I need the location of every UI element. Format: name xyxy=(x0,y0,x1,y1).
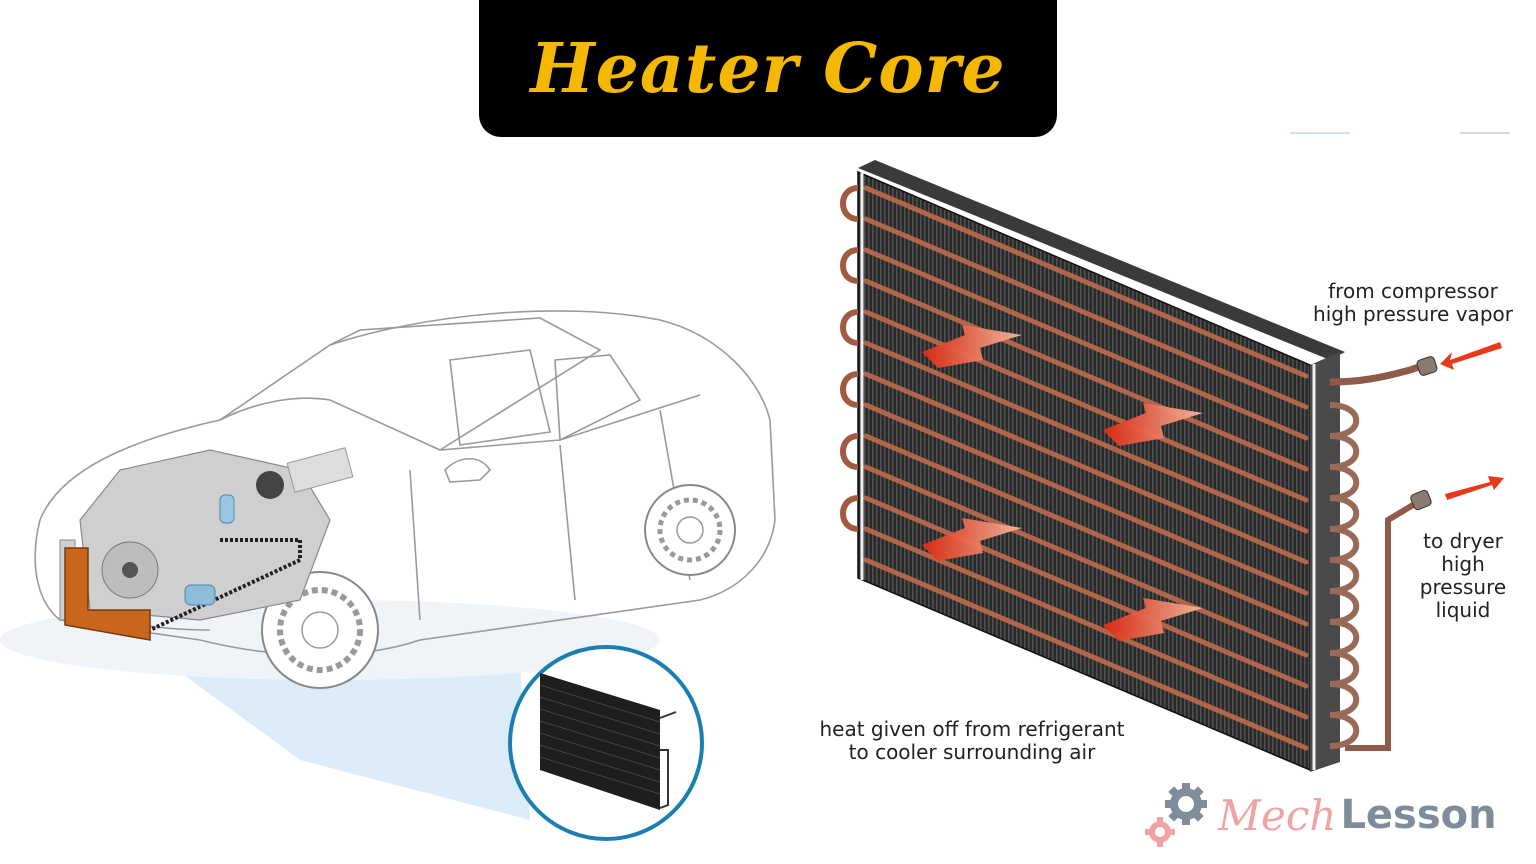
logo-text-mech: Mech xyxy=(1218,790,1337,840)
outlet-label-line3: pressure xyxy=(1419,575,1507,599)
outlet-pipe xyxy=(1345,499,1420,751)
inlet-label-line2: high pressure vapor xyxy=(1313,302,1513,326)
outlet-arrow-icon xyxy=(1445,476,1504,500)
inlet-label: from compressor high pressure vapor xyxy=(1296,280,1530,326)
divider-line xyxy=(1290,132,1350,134)
heat-arrow-icon xyxy=(1103,403,1203,446)
copper-tubes xyxy=(863,185,1309,751)
page-title: Heater Core xyxy=(530,28,1006,109)
outlet-label-line1: to dryer xyxy=(1423,529,1503,553)
inlet-label-line1: from compressor xyxy=(1328,279,1498,303)
condenser-inset xyxy=(508,645,704,841)
mechlesson-logo: Mech Lesson xyxy=(1142,780,1497,850)
divider-line xyxy=(1460,132,1510,134)
outlet-label-line2: high xyxy=(1441,552,1485,576)
inlet-arrow-icon xyxy=(1440,342,1502,370)
title-banner: Heater Core xyxy=(479,0,1057,137)
rear-wheel xyxy=(644,484,736,576)
right-u-bends xyxy=(1329,402,1360,749)
left-u-bends xyxy=(840,185,859,532)
condenser-highlight xyxy=(59,539,151,641)
heat-arrow-icon xyxy=(1103,598,1203,641)
outlet-label: to dryer high pressure liquid xyxy=(1408,530,1518,622)
heat-arrows xyxy=(922,325,1203,641)
heat-label-line1: heat given off from refrigerant xyxy=(819,717,1125,741)
engine-bay xyxy=(79,447,354,632)
heat-label-line2: to cooler surrounding air xyxy=(848,740,1096,764)
inlet-pipe xyxy=(1329,361,1427,386)
heat-arrow-icon xyxy=(922,325,1022,368)
logo-text-lesson: Lesson xyxy=(1340,792,1497,838)
heat-label: heat given off from refrigerant to coole… xyxy=(790,718,1154,764)
heat-arrow-icon xyxy=(922,518,1022,561)
outlet-label-line4: liquid xyxy=(1435,598,1491,622)
gear-icon xyxy=(1145,783,1207,847)
